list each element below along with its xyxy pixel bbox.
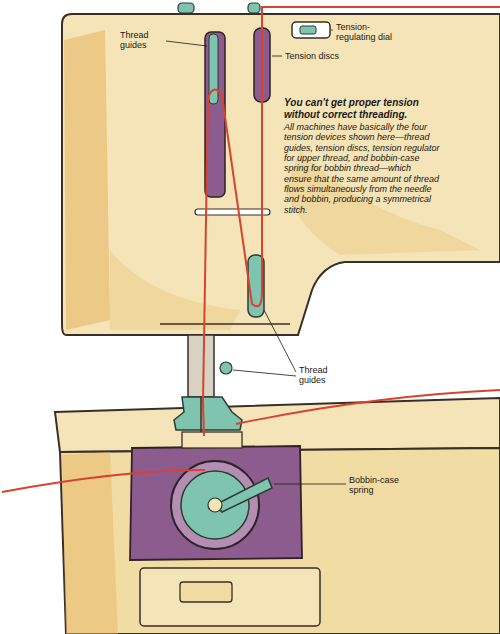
- bobbin-cover: [130, 446, 302, 560]
- bobbin-hub: [208, 498, 222, 512]
- spool-pin: [248, 3, 260, 13]
- shading-wash: [64, 30, 110, 330]
- shading-wash: [110, 250, 240, 330]
- leader-line: [331, 30, 333, 31]
- bobbin-case: [181, 471, 249, 539]
- machine-arm: [62, 14, 500, 335]
- latch: [180, 582, 232, 602]
- leader-line: [264, 310, 296, 372]
- upper-thread: [236, 390, 500, 424]
- needle-plate: [182, 432, 242, 448]
- part-label: Tension-regulating dial: [336, 22, 404, 43]
- tension-dial: [292, 22, 330, 38]
- panel-line: [160, 323, 290, 325]
- bobbin-thread: [2, 470, 205, 492]
- slide-plate: [140, 568, 320, 626]
- leader-line: [274, 484, 346, 485]
- part-label: Tension discs: [285, 51, 375, 61]
- presser-foot: [174, 397, 242, 430]
- upper-thread: [203, 7, 500, 436]
- tension-dial: [300, 26, 316, 34]
- bobbin-race: [171, 461, 259, 549]
- leader-line: [233, 370, 296, 376]
- part-label: Thread guides: [120, 30, 164, 51]
- bobbin-case-spring: [215, 478, 272, 512]
- presser-screw: [220, 362, 232, 374]
- needle-bar: [188, 335, 214, 397]
- machine-bed: [55, 398, 500, 452]
- spool-pin: [178, 3, 194, 13]
- part-label: Thread guides: [299, 365, 343, 386]
- shading-wash: [62, 452, 118, 634]
- part-label: Bobbin-case spring: [349, 475, 409, 496]
- note-heading: You can't get proper tension without cor…: [284, 97, 440, 120]
- leader-line: [272, 56, 282, 57]
- note-body: All machines have basically the four ten…: [284, 122, 440, 215]
- leader-line: [166, 41, 207, 46]
